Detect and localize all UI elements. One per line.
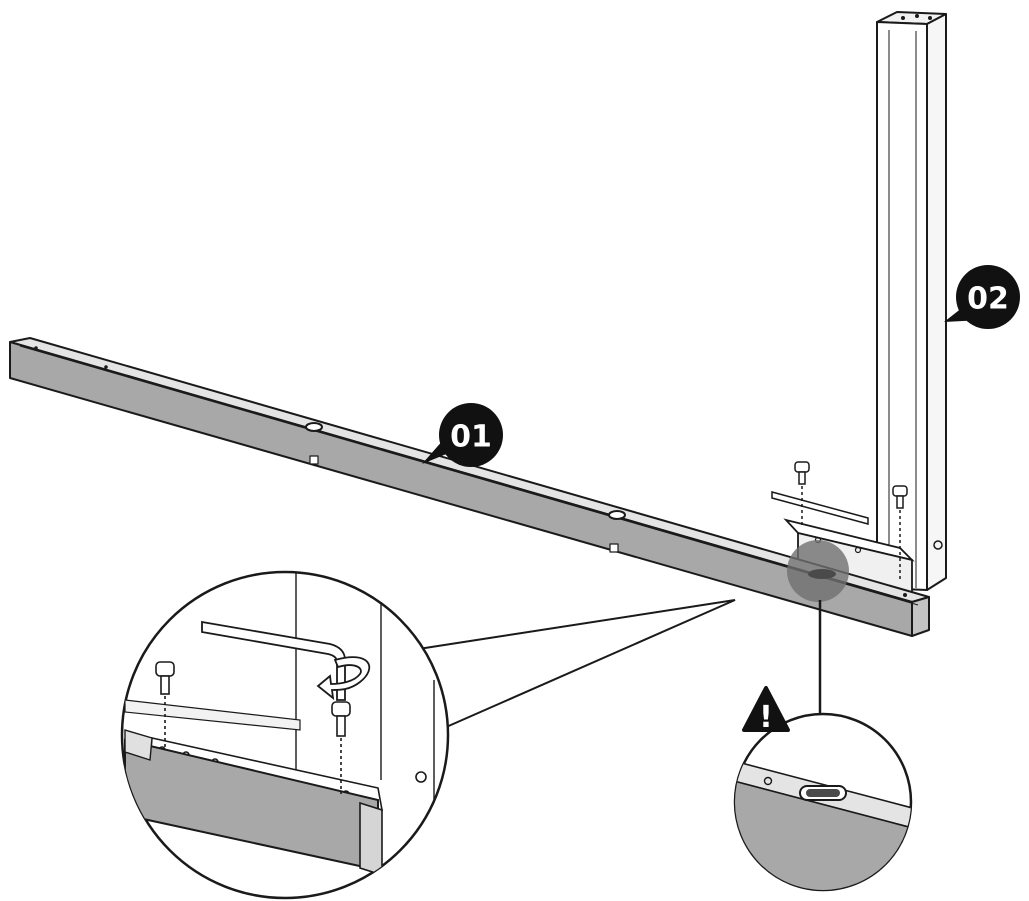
hex-bolt-icon bbox=[155, 661, 175, 748]
leg-column bbox=[876, 11, 947, 591]
beam-slot-1 bbox=[305, 422, 323, 465]
callout-01: 01 bbox=[422, 403, 503, 467]
callout-02: 02 bbox=[944, 265, 1020, 329]
callout-01-label: 01 bbox=[450, 420, 492, 455]
beam-slot-2 bbox=[608, 510, 626, 553]
allen-key-icon bbox=[771, 491, 869, 525]
warning-icon: ! bbox=[742, 686, 790, 735]
hex-bolt-icon bbox=[892, 485, 908, 582]
detail-view-assembly bbox=[120, 570, 736, 900]
detail-view-warning: ! bbox=[733, 600, 913, 892]
rotate-arrow-icon bbox=[316, 656, 371, 701]
hex-bolt-icon bbox=[331, 701, 351, 794]
crossbeam bbox=[9, 337, 930, 637]
allen-key-icon bbox=[201, 620, 346, 701]
hex-bolt-icon bbox=[794, 461, 810, 528]
warning-mark: ! bbox=[759, 700, 773, 735]
callout-02-label: 02 bbox=[967, 282, 1009, 317]
